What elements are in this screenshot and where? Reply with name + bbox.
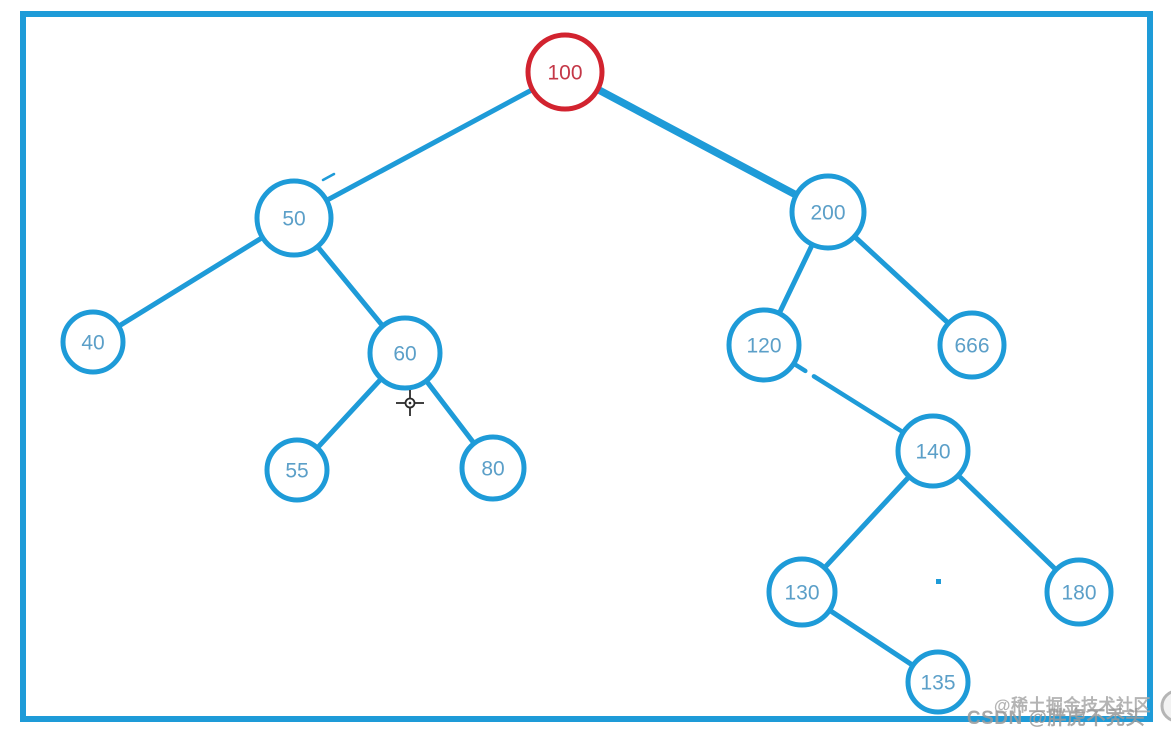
clipped-watermark-badge bbox=[1160, 690, 1171, 722]
tree-edge-60-80 bbox=[424, 379, 477, 446]
tree-node-circle-100 bbox=[525, 32, 605, 112]
tree-node-circle-80 bbox=[459, 434, 527, 502]
tree-node-label-80: 80 bbox=[481, 458, 504, 481]
tree-node-circle-50 bbox=[254, 178, 334, 258]
tree-edge-100-50 bbox=[324, 87, 535, 203]
tree-node-circle-60 bbox=[367, 315, 443, 391]
tree-node-circle-140 bbox=[895, 413, 971, 489]
tree-node-circle-120 bbox=[726, 307, 802, 383]
tree-node-label-666: 666 bbox=[954, 335, 989, 358]
tree-node-label-55: 55 bbox=[285, 460, 308, 483]
tree-node-label-135: 135 bbox=[920, 672, 955, 695]
stray-dash-mark bbox=[321, 172, 336, 182]
tree-node-label-60: 60 bbox=[393, 343, 416, 366]
tree-edge-200-120 bbox=[777, 242, 815, 316]
tree-node-label-200: 200 bbox=[810, 202, 845, 225]
tree-node-label-140: 140 bbox=[915, 441, 950, 464]
tree-edge-100-200 bbox=[594, 86, 800, 199]
tree-edge-200-666 bbox=[852, 234, 951, 326]
crosshair-cursor bbox=[396, 390, 424, 416]
tree-node-label-130: 130 bbox=[784, 582, 819, 605]
tree-node-circle-666 bbox=[937, 310, 1007, 380]
tree-edge-50-60 bbox=[315, 244, 385, 328]
tree-node-circle-40 bbox=[60, 309, 126, 375]
canvas-frame bbox=[20, 11, 1153, 722]
tree-edge-130-135 bbox=[827, 608, 915, 668]
tree-node-circle-130 bbox=[766, 556, 838, 628]
tree-node-label-180: 180 bbox=[1061, 582, 1096, 605]
crosshair-center-dot bbox=[408, 401, 412, 405]
tree-edge-60-55 bbox=[315, 376, 384, 450]
tree-node-label-50: 50 bbox=[282, 208, 305, 231]
tree-node-label-40: 40 bbox=[81, 332, 104, 355]
tree-edge-120-140 bbox=[811, 374, 905, 435]
tree-node-circle-180 bbox=[1044, 557, 1114, 627]
tree-node-label-120: 120 bbox=[746, 335, 781, 358]
tree-edge-50-40 bbox=[116, 235, 265, 329]
stray-dot-mark bbox=[936, 579, 941, 584]
tree-node-label-100: 100 bbox=[547, 62, 582, 85]
tree-edge-140-130 bbox=[822, 474, 911, 570]
tree-node-circle-135 bbox=[905, 649, 971, 715]
tree-edge-140-180 bbox=[956, 473, 1058, 572]
tree-edge-120-140 bbox=[792, 361, 808, 374]
tree-node-circle-200 bbox=[789, 173, 867, 251]
tree-node-circle-55 bbox=[264, 437, 330, 503]
